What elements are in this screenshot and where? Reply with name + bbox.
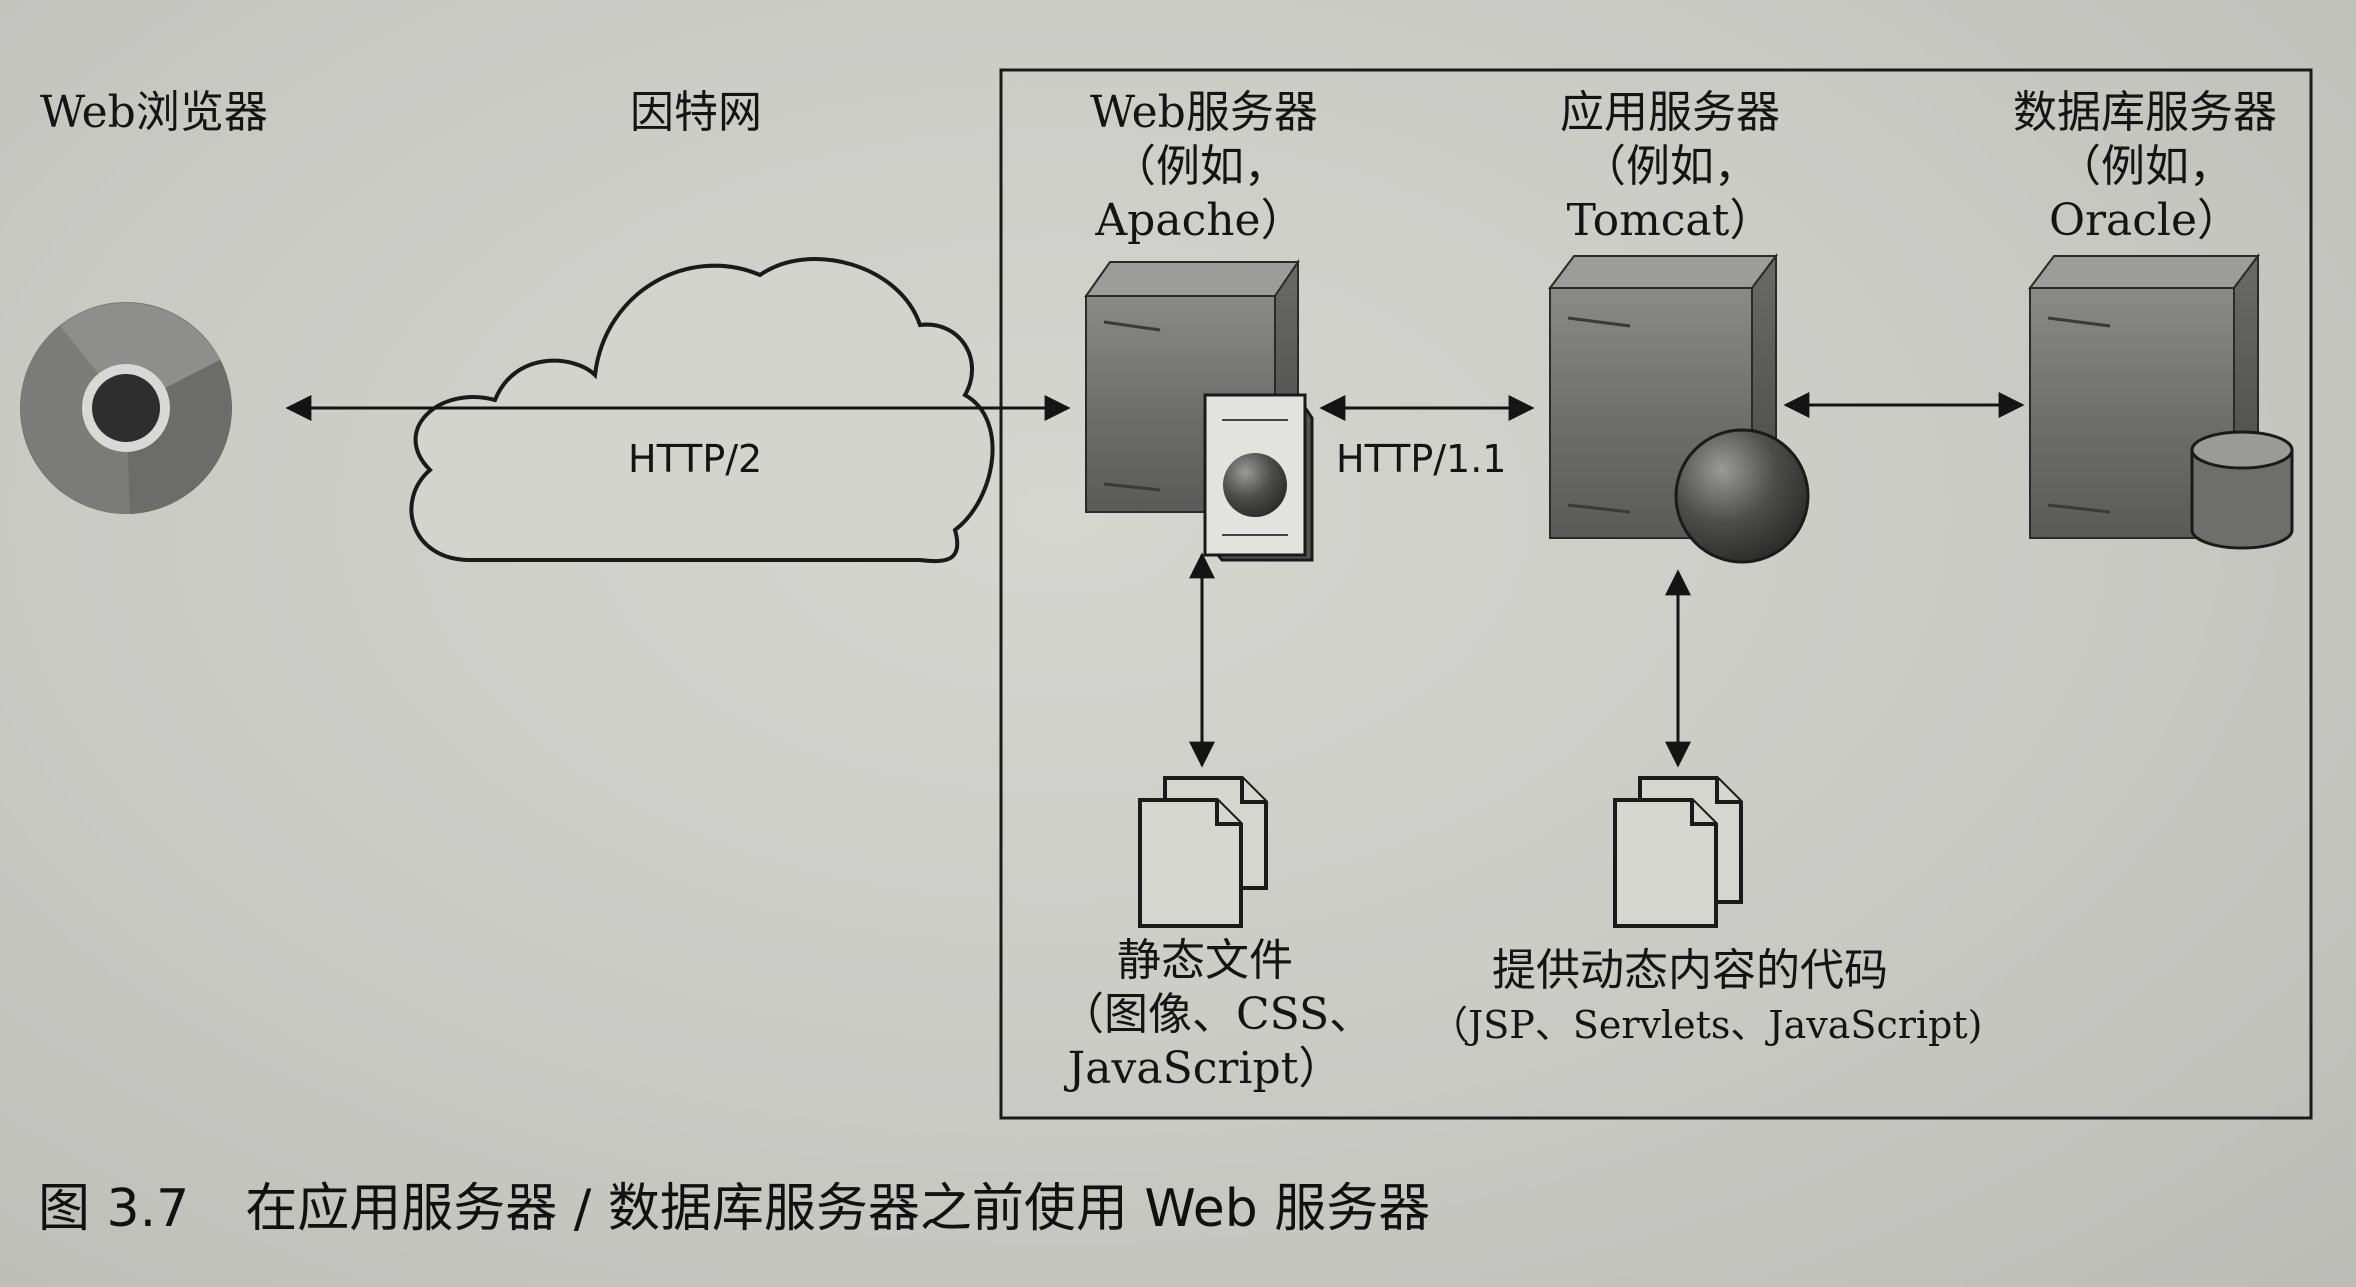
database-cylinder-icon — [2190, 430, 2294, 550]
cloud-icon — [409, 257, 995, 564]
static-files-line1: 静态文件 — [1117, 935, 1293, 986]
chrome-browser-icon — [20, 302, 232, 515]
web-server-icon — [1084, 258, 1314, 562]
dynamic-code-label: 提供动态内容的代码 （JSP、Servlets、JavaScript) — [1430, 944, 1983, 1052]
db-server-example-line2: Oracle） — [2048, 195, 2242, 246]
web-server-label: Web服务器 （例如， Apache） — [1090, 86, 1318, 248]
web-server-title: Web服务器 — [1090, 87, 1318, 138]
app-server-icon — [1548, 253, 1810, 564]
figure-caption-text: 在应用服务器 / 数据库服务器之前使用 Web 服务器 — [245, 1179, 1431, 1239]
globe-icon — [1674, 428, 1810, 564]
code-documents-icon — [1613, 776, 1743, 928]
dynamic-code-line1: 提供动态内容的代码 — [1492, 945, 1888, 996]
server-zone-border — [999, 68, 2313, 1120]
internet-label: 因特网 — [630, 87, 762, 138]
static-files-label: 静态文件 （图像、CSS、 JavaScript） — [1060, 934, 1374, 1096]
db-server-title: 数据库服务器 — [2013, 87, 2277, 138]
app-server-title: 应用服务器 — [1560, 87, 1780, 138]
db-server-icon — [2028, 253, 2294, 550]
figure-caption: 图 3.7 在应用服务器 / 数据库服务器之前使用 Web 服务器 — [38, 1166, 1430, 1241]
http11-label: HTTP/1.1 — [1336, 437, 1507, 481]
app-server-example-line1: （例如， — [1582, 141, 1758, 192]
web-server-example-line1: （例如， — [1112, 141, 1288, 192]
db-server-example-line1: （例如， — [2057, 141, 2233, 192]
app-server-label: 应用服务器 （例如， Tomcat） — [1550, 86, 1790, 248]
static-files-line3: JavaScript） — [1067, 1043, 1343, 1094]
db-server-label: 数据库服务器 （例如， Oracle） — [2005, 86, 2285, 248]
certificate-icon — [1203, 393, 1314, 562]
figure-number: 图 3.7 — [38, 1179, 190, 1239]
internet-protocol-label: HTTP/2 — [628, 437, 763, 481]
app-server-example-line2: Tomcat） — [1566, 195, 1774, 246]
web-server-example-line2: Apache） — [1095, 195, 1305, 246]
static-files-line2: （图像、CSS、 — [1060, 989, 1374, 1040]
dynamic-code-line2: （JSP、Servlets、JavaScript) — [1430, 1003, 1983, 1047]
documents-icon — [1138, 776, 1268, 928]
browser-label: Web浏览器 — [40, 87, 268, 138]
